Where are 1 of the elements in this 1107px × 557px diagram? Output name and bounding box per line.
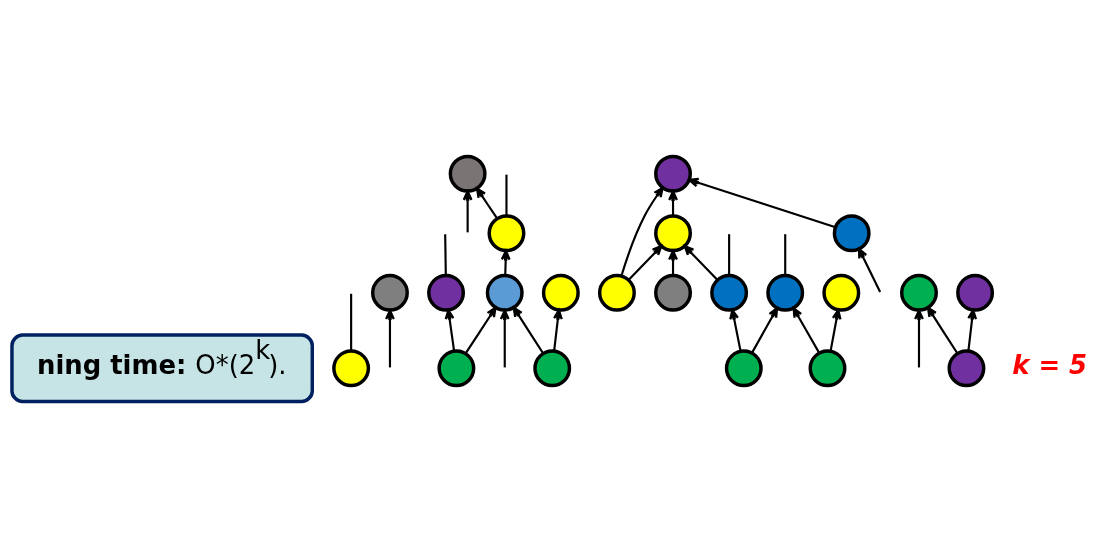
label: k = 5 (1012, 349, 1088, 380)
